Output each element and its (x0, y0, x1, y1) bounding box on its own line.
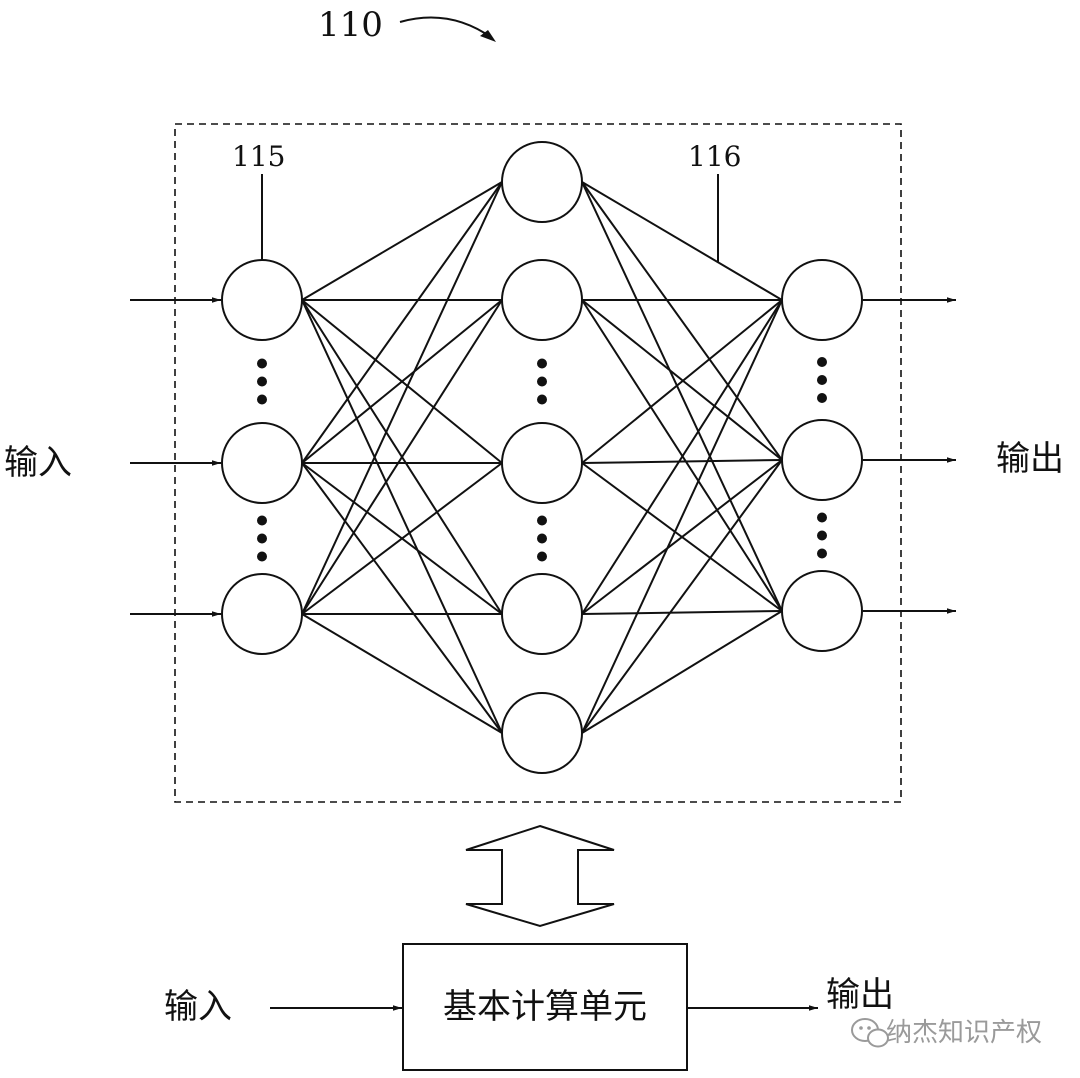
ref-label-110: 110 (318, 5, 383, 45)
wechat-icon (851, 1018, 889, 1048)
connection-line (581, 610, 783, 734)
hidden-layer-node (501, 692, 583, 774)
hidden-layer-node (501, 573, 583, 655)
watermark-text: 纳杰知识产权 (886, 1018, 1042, 1048)
connection-line (301, 462, 503, 734)
ref-label-116: 116 (688, 140, 741, 173)
output-layer-node (781, 419, 863, 501)
connection-line (301, 181, 503, 615)
connection-line (581, 299, 783, 461)
connection-line (581, 459, 783, 464)
ellipsis-dot (257, 394, 267, 405)
ellipsis-dot (257, 376, 267, 387)
ellipsis-dot (537, 358, 547, 369)
neuron-nodes (221, 141, 863, 774)
connection-line (581, 299, 783, 464)
connection-line (581, 181, 783, 301)
network-boundary (174, 123, 902, 803)
connection-line (581, 181, 783, 461)
ellipsis-dot (817, 393, 827, 403)
bidirectional-arrow (465, 824, 615, 928)
ellipsis-dot (817, 357, 827, 367)
connection-line (301, 462, 503, 615)
hidden-layer-node (501, 141, 583, 223)
ellipsis-dot (537, 515, 547, 526)
ellipsis-dot (817, 548, 827, 559)
connection-lines (301, 181, 783, 734)
hidden-layer-node (501, 422, 583, 504)
compute-unit-output-label: 输出 (826, 975, 894, 1015)
connection-line (301, 613, 503, 734)
ellipsis-dot (537, 394, 547, 405)
ref-110-arrow (399, 16, 493, 39)
ellipsis-dot (537, 551, 547, 562)
connection-line (581, 459, 783, 615)
ref-110-arrowhead (480, 30, 496, 42)
compute-unit-box (402, 943, 688, 1071)
input-layer-node (221, 573, 303, 655)
connection-line (301, 299, 503, 464)
ellipsis-dot (817, 375, 827, 385)
connection-line (581, 459, 783, 734)
compute-unit-input-label: 输入 (164, 987, 232, 1027)
ellipsis-dot (817, 530, 827, 541)
connection-line (301, 299, 503, 734)
ellipsis-dot (537, 533, 547, 544)
connection-line (581, 299, 783, 734)
network-input-label: 输入 (4, 443, 72, 483)
connection-line (301, 299, 503, 615)
connection-line (581, 299, 783, 615)
input-layer-node (221, 259, 303, 341)
hidden-layer-node (501, 259, 583, 341)
connection-line (581, 610, 783, 615)
connection-line (301, 181, 503, 301)
ellipsis-dot (817, 512, 827, 523)
output-layer-node (781, 259, 863, 341)
input-layer-node (221, 422, 303, 504)
ellipsis-dot (537, 376, 547, 387)
connection-line (301, 181, 503, 464)
compute-unit-label: 基本计算单元 (443, 987, 647, 1027)
ref-label-115: 115 (232, 140, 285, 173)
ellipsis-dot (257, 533, 267, 544)
ellipsis-dot (257, 551, 267, 562)
network-output-label: 输出 (996, 439, 1064, 479)
connection-line (581, 181, 783, 612)
output-layer-node (781, 570, 863, 652)
ellipsis-dots (257, 357, 827, 562)
ellipsis-dot (257, 358, 267, 369)
ellipsis-dot (257, 515, 267, 526)
